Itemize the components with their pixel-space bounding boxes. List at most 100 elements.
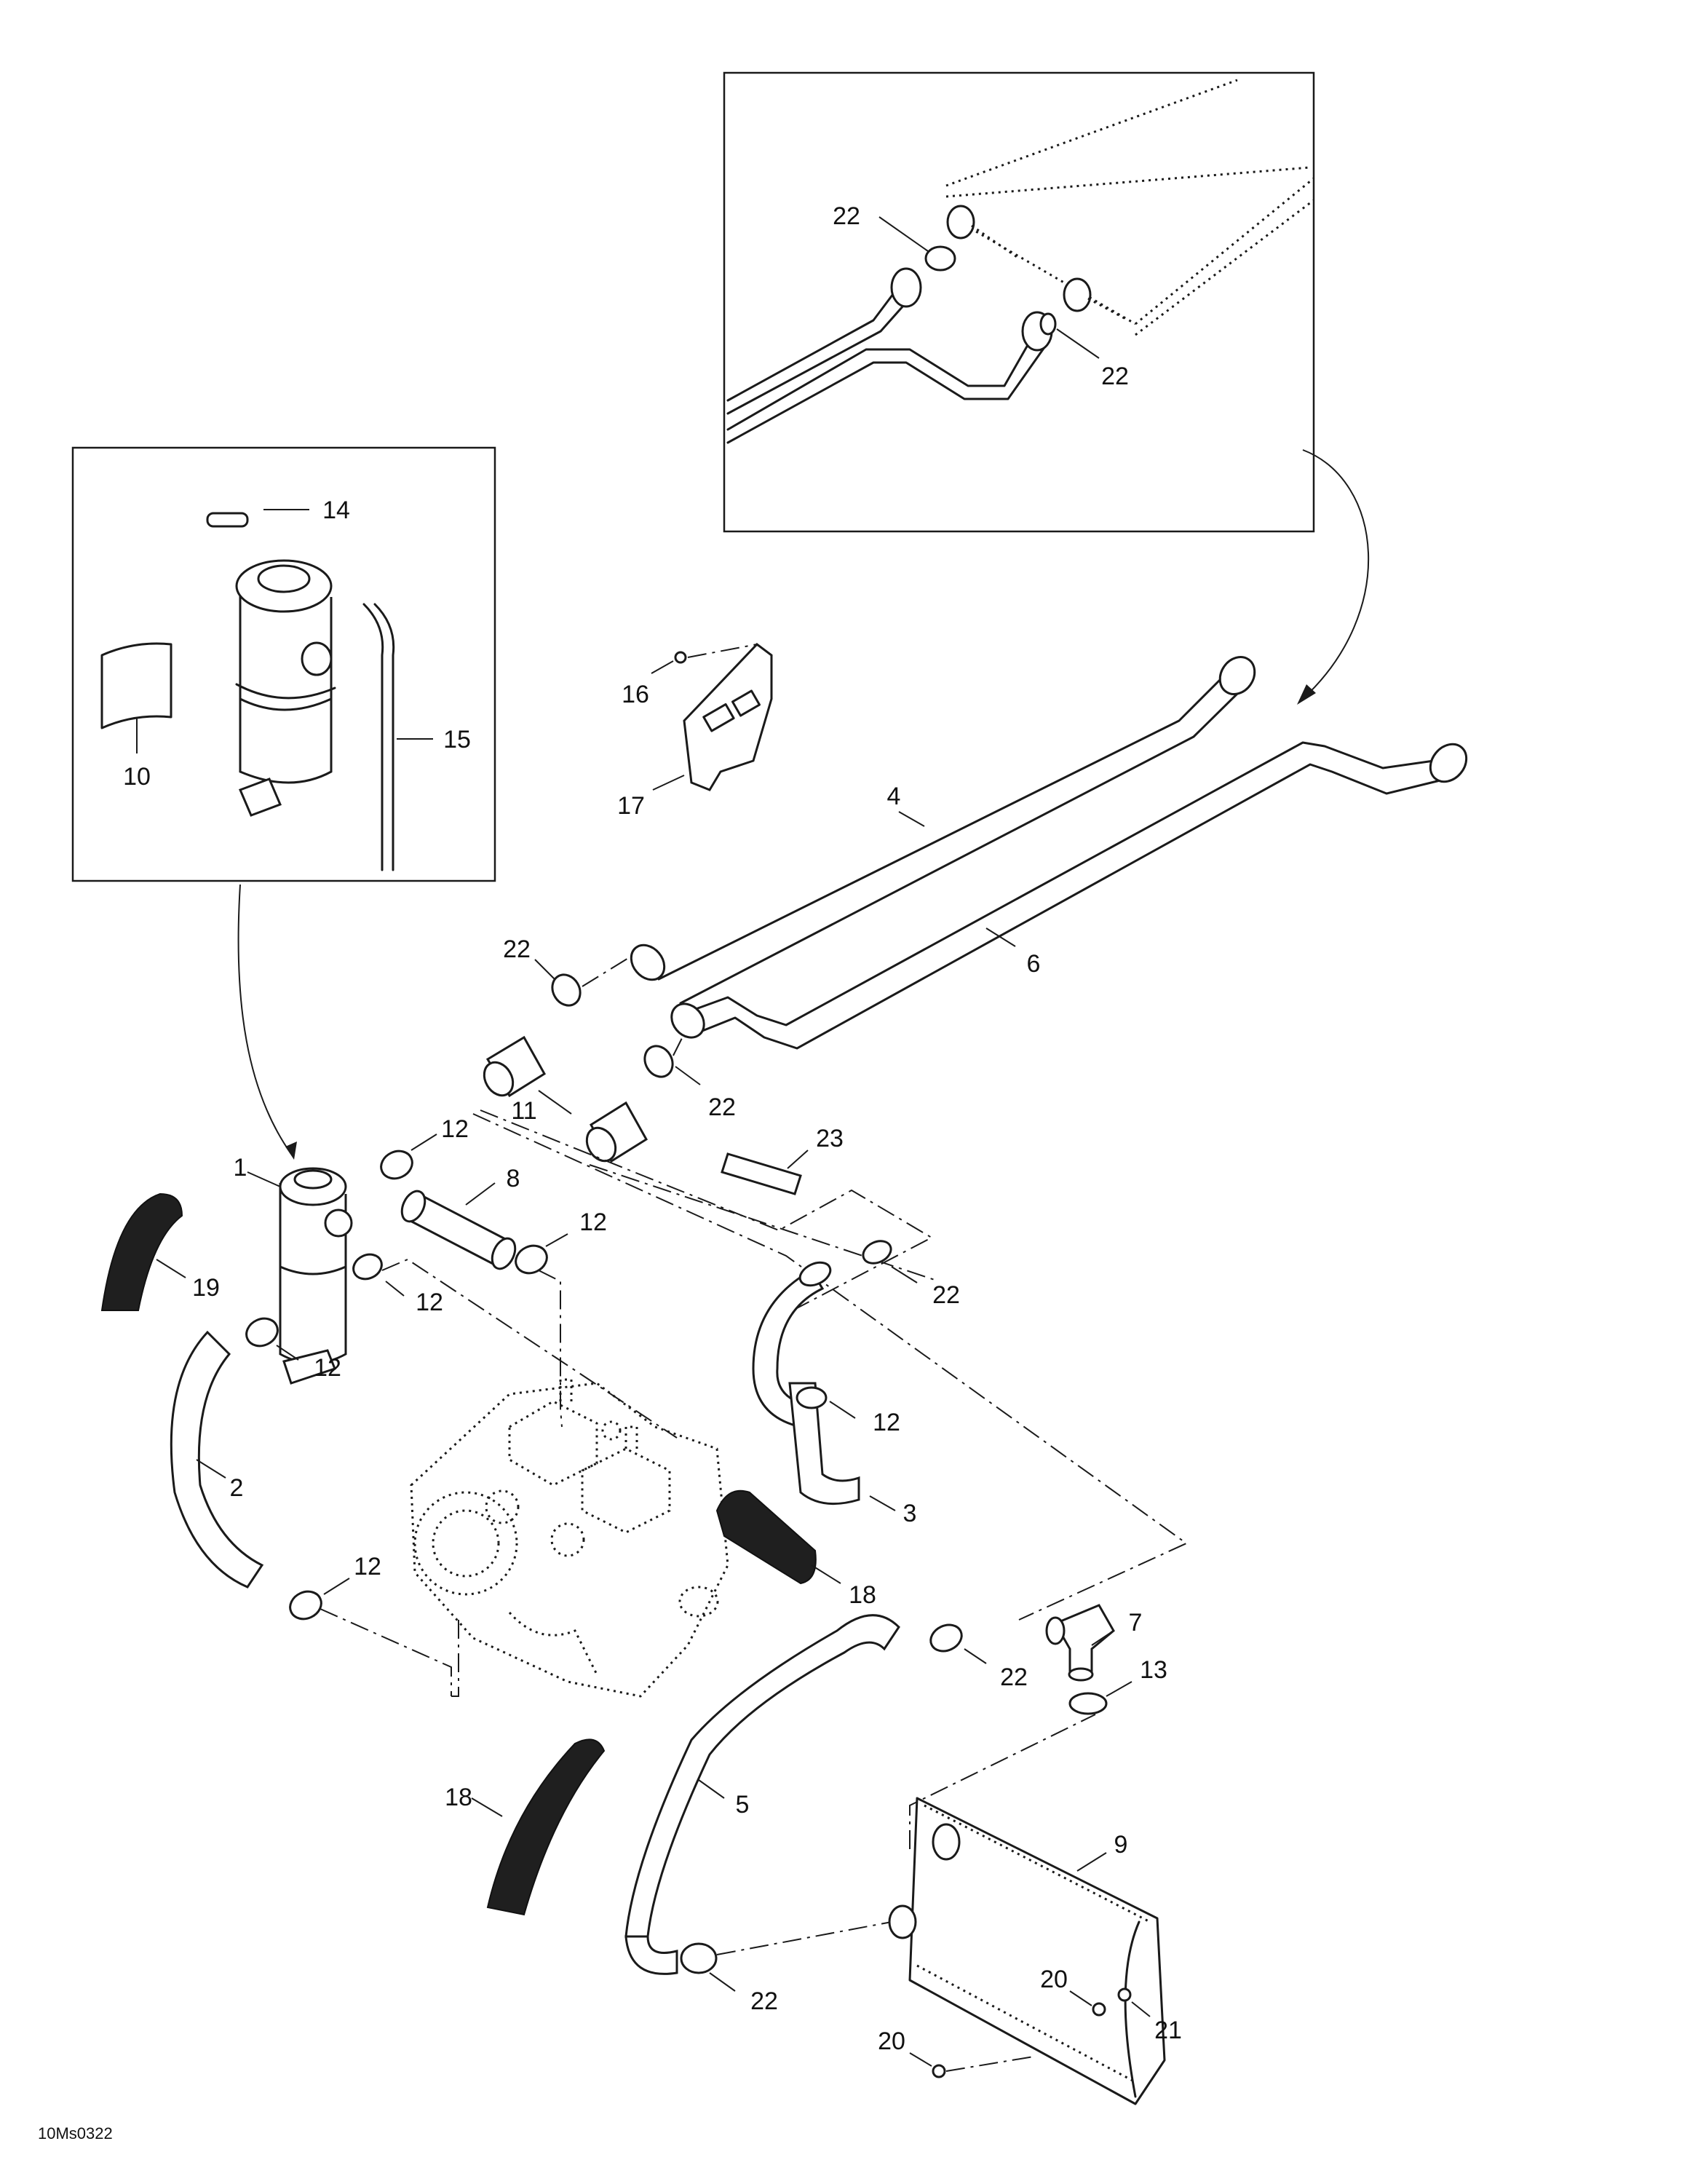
callout-22d: 22 [708,1093,736,1121]
coupler-11 [483,1035,648,1163]
engine-assembly [410,1378,729,1698]
leader-2 [196,1459,226,1479]
hose-2 [170,1330,264,1588]
leader-16 [651,660,674,674]
clamp-12a [380,1150,413,1180]
callout-20a: 20 [1040,1966,1068,1993]
callout-13: 13 [1140,1656,1167,1684]
callout-3: 3 [903,1500,917,1527]
callout-9: 9 [1114,1831,1128,1859]
callout-2: 2 [230,1474,244,1502]
leader-7 [1091,1630,1114,1646]
leader-12b [545,1233,568,1247]
figure-reference: 10Ms0322 [38,2124,113,2143]
clamp-12b [515,1244,548,1275]
leader-3 [869,1495,896,1511]
leader-12a [410,1133,437,1151]
callout-22c: 22 [503,935,531,963]
clamp-22g [680,1942,718,1974]
callout-20b: 20 [878,2027,905,2055]
leader-20a [1069,1990,1092,2006]
hose-18b [486,1738,606,1916]
callout-17: 17 [617,792,645,820]
hose-8 [400,1190,517,1270]
detail-inset-reservoir [71,446,496,882]
leader-12c [829,1401,856,1419]
leader-22e [891,1266,918,1283]
leader-5 [698,1779,725,1799]
callout-22f: 22 [1000,1663,1028,1691]
clamp-22c [551,973,582,1007]
callout-12d: 12 [416,1289,443,1316]
callout-12c: 12 [873,1409,900,1436]
detail-inset-heat-exchanger [723,71,1315,533]
callout-4: 4 [887,783,901,810]
callout-22a: 22 [833,202,860,230]
leader-4 [898,811,925,827]
inset-arrowhead [1297,684,1316,705]
leader-13 [1106,1681,1132,1697]
inset-arrow-curve [1302,449,1369,700]
tube-6 [670,741,1468,1050]
leader-22f [964,1648,987,1664]
clamp-12c [796,1386,828,1409]
callout-12a: 12 [441,1115,469,1143]
callout-22e: 22 [932,1281,960,1309]
leader-21 [1131,2001,1151,2017]
clamp-22f [929,1623,963,1653]
leader-1 [247,1171,281,1187]
bracket-17 [683,643,773,791]
callout-15: 15 [443,726,471,753]
leader-18b [471,1797,503,1817]
tube-23 [721,1152,802,1195]
leader-18a [811,1564,841,1584]
leader-23 [787,1150,809,1169]
leader-11 [538,1090,572,1115]
routing-line-a [480,1109,934,1318]
clamp-12f [289,1590,322,1621]
reservoir-arrow-curve [237,884,292,1155]
leader-12e [276,1345,299,1361]
leader-17 [652,775,685,791]
callout-12f: 12 [354,1553,381,1580]
leader-22c [534,959,555,980]
heat-exchanger-9 [888,1797,1166,2105]
callout-7: 7 [1129,1609,1143,1637]
leader-22d [675,1066,701,1085]
leader-12f [323,1578,350,1595]
screw-16 [674,651,687,664]
leader-6 [985,927,1016,947]
callout-6: 6 [1027,950,1041,978]
hose-3 [752,1261,860,1506]
callout-18a: 18 [849,1581,876,1609]
hose-19 [100,1192,183,1311]
hose-18a [715,1489,817,1585]
clamp-12e [245,1317,279,1348]
callout-5: 5 [736,1791,750,1819]
callout-23: 23 [816,1125,844,1152]
callout-11: 11 [511,1097,536,1125]
callout-8: 8 [507,1165,520,1192]
clamp-12d [352,1253,383,1281]
callout-12b: 12 [579,1208,607,1236]
tube-4 [630,656,1256,1005]
clamp-13 [1068,1692,1108,1715]
callout-1: 1 [234,1154,247,1182]
callout-10: 10 [123,763,151,791]
callout-22g: 22 [750,1987,778,2015]
callout-18b: 18 [445,1784,472,1811]
callout-12e: 12 [314,1354,341,1382]
screw-20a [1092,2002,1106,2017]
callout-19: 19 [192,1274,220,1302]
callout-22b: 22 [1101,363,1129,390]
reservoir-arrowhead [285,1142,297,1160]
screw-20b [932,2064,946,2078]
leader-22g [709,1972,736,1992]
callout-16: 16 [622,681,649,708]
leader-20b [909,2052,932,2067]
fitting-7 [1045,1604,1115,1682]
callout-14: 14 [322,496,350,524]
reservoir-1 [279,1167,353,1385]
clamp-22e [862,1240,892,1265]
